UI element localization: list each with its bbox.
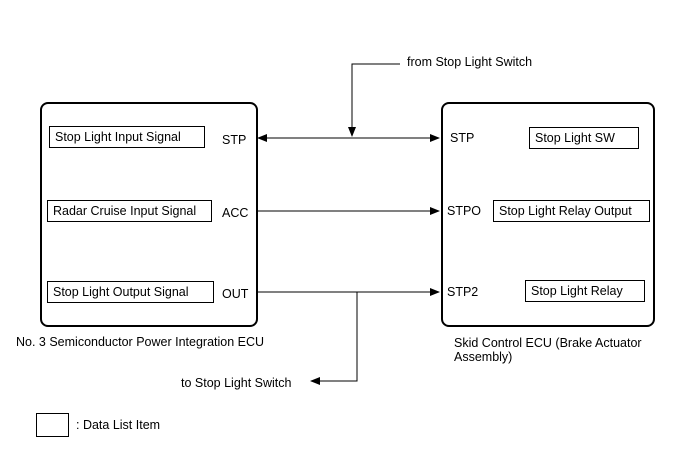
pin-stpo: STPO bbox=[447, 204, 482, 218]
left-ecu-name: No. 3 Semiconductor Power Integration EC… bbox=[16, 335, 265, 349]
pin-stp-right: STP bbox=[450, 131, 475, 145]
data-item-stop-light-output-signal: Stop Light Output Signal bbox=[47, 281, 214, 303]
to-stop-light-switch-wire bbox=[310, 292, 358, 385]
data-item-radar-cruise-input-signal: Radar Cruise Input Signal bbox=[47, 200, 212, 222]
pin-stp2: STP2 bbox=[447, 285, 479, 299]
right-ecu-name-line2: Assembly) bbox=[454, 350, 513, 364]
pin-out: OUT bbox=[222, 287, 249, 301]
to-stop-light-switch-label: to Stop Light Switch bbox=[181, 376, 292, 390]
data-item-stop-light-relay-output: Stop Light Relay Output bbox=[493, 200, 650, 222]
from-stop-light-switch-wire bbox=[348, 63, 400, 137]
pin-stp-left: STP bbox=[222, 133, 247, 147]
right-ecu-name-line1: Skid Control ECU (Brake Actuator bbox=[454, 336, 642, 350]
legend-box bbox=[36, 413, 69, 437]
data-item-stop-light-relay: Stop Light Relay bbox=[525, 280, 645, 302]
legend-label: : Data List Item bbox=[76, 418, 161, 432]
from-stop-light-switch-label: from Stop Light Switch bbox=[407, 55, 533, 69]
data-item-stop-light-input-signal: Stop Light Input Signal bbox=[49, 126, 205, 148]
data-item-stop-light-sw: Stop Light SW bbox=[529, 127, 639, 149]
pin-acc: ACC bbox=[222, 206, 249, 220]
